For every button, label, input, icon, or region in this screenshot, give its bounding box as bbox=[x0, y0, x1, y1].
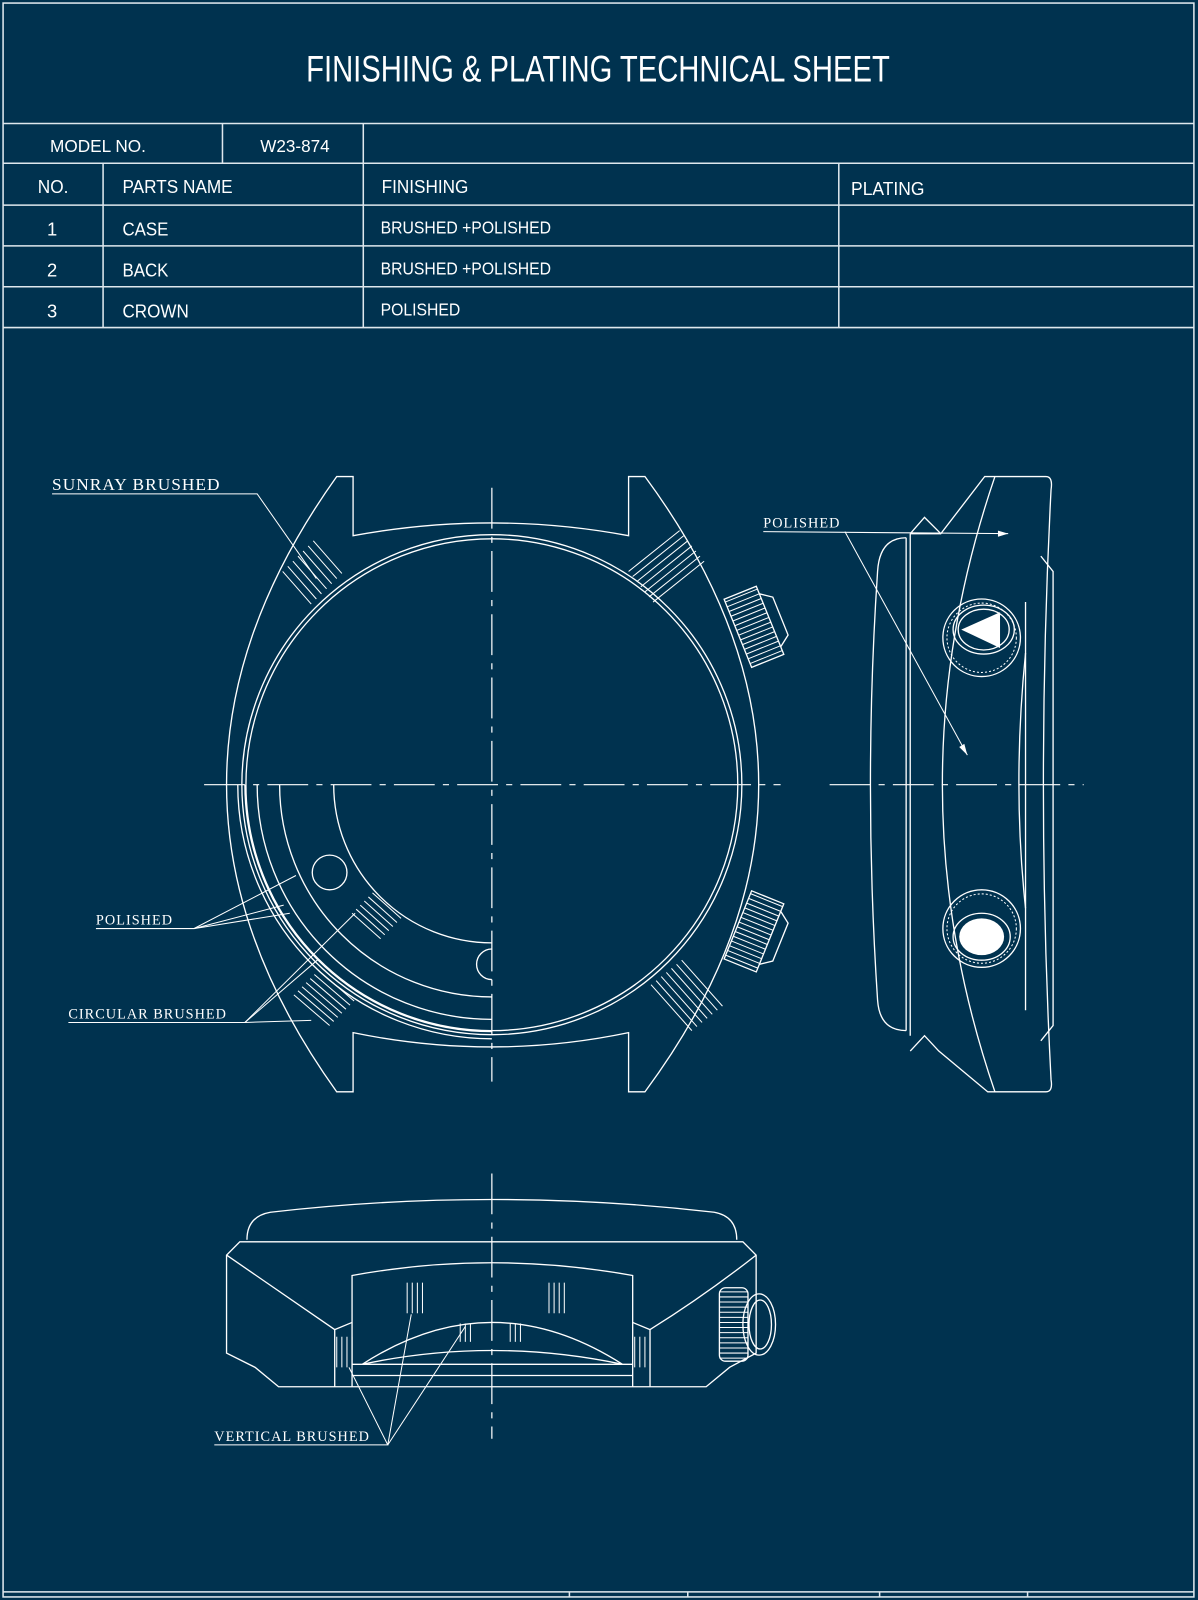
brush-hatch-line bbox=[652, 560, 705, 603]
side-view-drawing bbox=[829, 475, 1084, 1093]
brush-hatch-line bbox=[368, 896, 398, 923]
knurl-line bbox=[738, 921, 772, 936]
knurl-line bbox=[740, 626, 773, 641]
knurl-line bbox=[732, 607, 766, 622]
crown-bottom bbox=[718, 1287, 777, 1362]
brush-hatch-line bbox=[301, 986, 339, 1018]
brush-hatch-line bbox=[293, 994, 330, 1026]
brush-hatch-line bbox=[292, 560, 322, 595]
brush-hatch-line bbox=[648, 555, 701, 598]
row-finishing: BRUSHED +POLISHED bbox=[381, 218, 551, 238]
sunray-brushed-label: SUNRAY BRUSHED bbox=[52, 475, 221, 494]
page-title: FINISHING & PLATING TECHNICAL SHEET bbox=[306, 49, 890, 90]
table-row: 3 CROWN POLISHED bbox=[47, 299, 460, 321]
knurl-line bbox=[746, 640, 779, 655]
row-parts-name: BACK bbox=[122, 260, 169, 281]
row-no: 1 bbox=[47, 219, 57, 240]
brush-hatch-line bbox=[351, 912, 381, 940]
triangle-icon bbox=[961, 612, 1001, 648]
brush-hatch-line bbox=[355, 908, 386, 936]
brush-hatch-line bbox=[676, 963, 718, 1011]
brush-hatch-line bbox=[363, 900, 394, 927]
pusher-bottom-side bbox=[942, 889, 1022, 969]
knurl-line bbox=[730, 602, 764, 617]
row-no: 2 bbox=[47, 260, 57, 281]
brush-hatch-line bbox=[309, 978, 347, 1010]
model-label: MODEL NO. bbox=[50, 136, 146, 156]
brush-hatch-line bbox=[665, 972, 708, 1019]
knurl-line bbox=[725, 954, 758, 969]
brush-hatch-line bbox=[671, 968, 713, 1015]
row-finishing: POLISHED bbox=[381, 299, 461, 319]
model-value: W23-874 bbox=[260, 136, 330, 156]
table-row: 1 CASE BRUSHED +POLISHED bbox=[47, 218, 551, 240]
knurl-line bbox=[727, 949, 760, 964]
brush-hatch-line bbox=[313, 974, 351, 1006]
brush-hatch-line bbox=[307, 545, 338, 579]
knurl-line bbox=[738, 621, 771, 636]
knurl-line bbox=[747, 645, 781, 660]
knurl-line bbox=[750, 893, 783, 908]
brush-hatch-line bbox=[681, 959, 723, 1007]
knurl-line bbox=[744, 907, 778, 922]
brush-hatch-line bbox=[312, 540, 343, 574]
knurl-line bbox=[746, 902, 780, 917]
knurl-line bbox=[744, 635, 777, 650]
brush-hatch-line bbox=[359, 904, 390, 931]
knurl-line bbox=[729, 945, 762, 960]
knurl-line bbox=[740, 916, 774, 931]
brush-hatch-line bbox=[640, 545, 693, 588]
knurl-line bbox=[736, 926, 770, 941]
polished-front-callout: POLISHED bbox=[96, 875, 297, 930]
brush-hatch-line bbox=[660, 976, 703, 1023]
header-no: NO. bbox=[38, 176, 69, 197]
brush-hatch-line bbox=[650, 984, 693, 1031]
brush-hatch-line bbox=[287, 565, 317, 600]
vertical-brushed-callout: VERTICAL BRUSHED bbox=[214, 1314, 466, 1446]
header-plating: PLATING bbox=[851, 178, 924, 199]
header-parts-name: PARTS NAME bbox=[122, 176, 232, 197]
knurl-line bbox=[742, 912, 776, 927]
brush-hatch-line bbox=[282, 571, 312, 605]
knurl-line bbox=[733, 935, 766, 950]
knurl-line bbox=[726, 593, 760, 608]
brush-hatch-line bbox=[318, 970, 355, 1002]
header-finishing: FINISHING bbox=[382, 176, 469, 197]
brush-hatch-line bbox=[655, 980, 698, 1027]
brush-hatch-line bbox=[372, 892, 402, 919]
brush-hatch-line bbox=[302, 550, 333, 585]
pusher-top-side bbox=[942, 598, 1022, 678]
knurl-line bbox=[731, 940, 764, 955]
knurl-line bbox=[725, 588, 758, 603]
table-row: 2 BACK BRUSHED +POLISHED bbox=[47, 258, 551, 280]
brush-hatch-line bbox=[305, 982, 343, 1014]
polished-side-label: POLISHED bbox=[763, 516, 840, 532]
knurl-line bbox=[736, 616, 770, 631]
brush-hatch-line bbox=[297, 990, 335, 1022]
knurl-line bbox=[735, 931, 768, 945]
row-finishing: BRUSHED +POLISHED bbox=[381, 258, 551, 278]
row-no: 3 bbox=[47, 300, 57, 321]
knurl-line bbox=[728, 598, 762, 612]
sunray-brushed-callout: SUNRAY BRUSHED bbox=[52, 475, 317, 579]
knurl-line bbox=[734, 612, 768, 627]
knurl-line bbox=[742, 631, 775, 646]
brush-hatch-line bbox=[636, 540, 689, 583]
brush-hatch-line bbox=[644, 550, 697, 593]
bottom-view-drawing bbox=[225, 1173, 777, 1439]
knurl-line bbox=[749, 650, 783, 665]
circular-brushed-callout: CIRCULAR BRUSHED bbox=[68, 912, 356, 1023]
row-parts-name: CROWN bbox=[122, 300, 188, 321]
knurl-line bbox=[748, 897, 781, 912]
row-parts-name: CASE bbox=[122, 219, 168, 240]
brush-hatch-line bbox=[632, 535, 685, 577]
polished-side-callout: POLISHED bbox=[763, 516, 1009, 756]
brush-hatch-line bbox=[628, 530, 680, 572]
vertical-brushed-label: VERTICAL BRUSHED bbox=[214, 1429, 370, 1445]
polished-front-label: POLISHED bbox=[96, 912, 173, 928]
front-view-drawing bbox=[204, 475, 789, 1093]
circular-brushed-label: CIRCULAR BRUSHED bbox=[68, 1006, 227, 1022]
